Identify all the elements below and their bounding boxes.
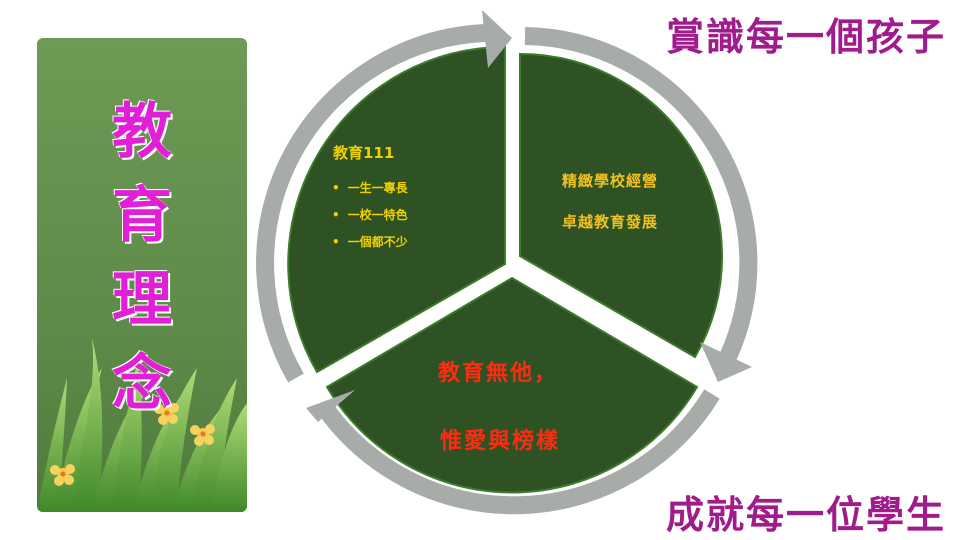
banner-title-char: 念: [112, 349, 172, 419]
segment-left-list: 一生一專長 一校一特色 一個都不少: [332, 178, 408, 259]
grass-flowers-illustration: [37, 338, 247, 512]
arrow-ring: [256, 24, 758, 515]
flower-icon: [154, 403, 179, 425]
arrow-head-icon: [306, 390, 355, 422]
arrow-head-icon: [700, 342, 752, 382]
banner-panel: 教 育 理 念: [37, 38, 247, 512]
segment-left-title: 教育111: [333, 144, 395, 162]
arrow-heads: [306, 10, 752, 422]
banner-title: 教 育 理 念: [37, 90, 247, 426]
segment-bottom: [325, 276, 699, 494]
segment-bottom-line2: 惟愛與榜樣: [440, 429, 561, 454]
segment-right-line2: 卓越教育發展: [562, 213, 659, 231]
segment-right-line1: 精緻學校經營: [562, 172, 659, 190]
slogan-top: 賞識每一個孩子: [665, 15, 946, 59]
flower-icon: [50, 464, 75, 486]
banner-title-char: 理: [112, 265, 172, 335]
arrow-head-icon: [482, 10, 512, 68]
banner-title-char: 育: [112, 181, 172, 251]
list-item: 一生一專長: [332, 178, 408, 205]
flower-icon: [190, 424, 215, 446]
slogan-bottom: 成就每一位學生: [665, 493, 946, 537]
banner-title-char: 教: [112, 97, 172, 167]
list-item: 一校一特色: [332, 205, 408, 232]
segment-right: [519, 52, 724, 359]
list-item: 一個都不少: [332, 232, 408, 259]
segment-bottom-line1: 教育無他，: [438, 361, 559, 386]
